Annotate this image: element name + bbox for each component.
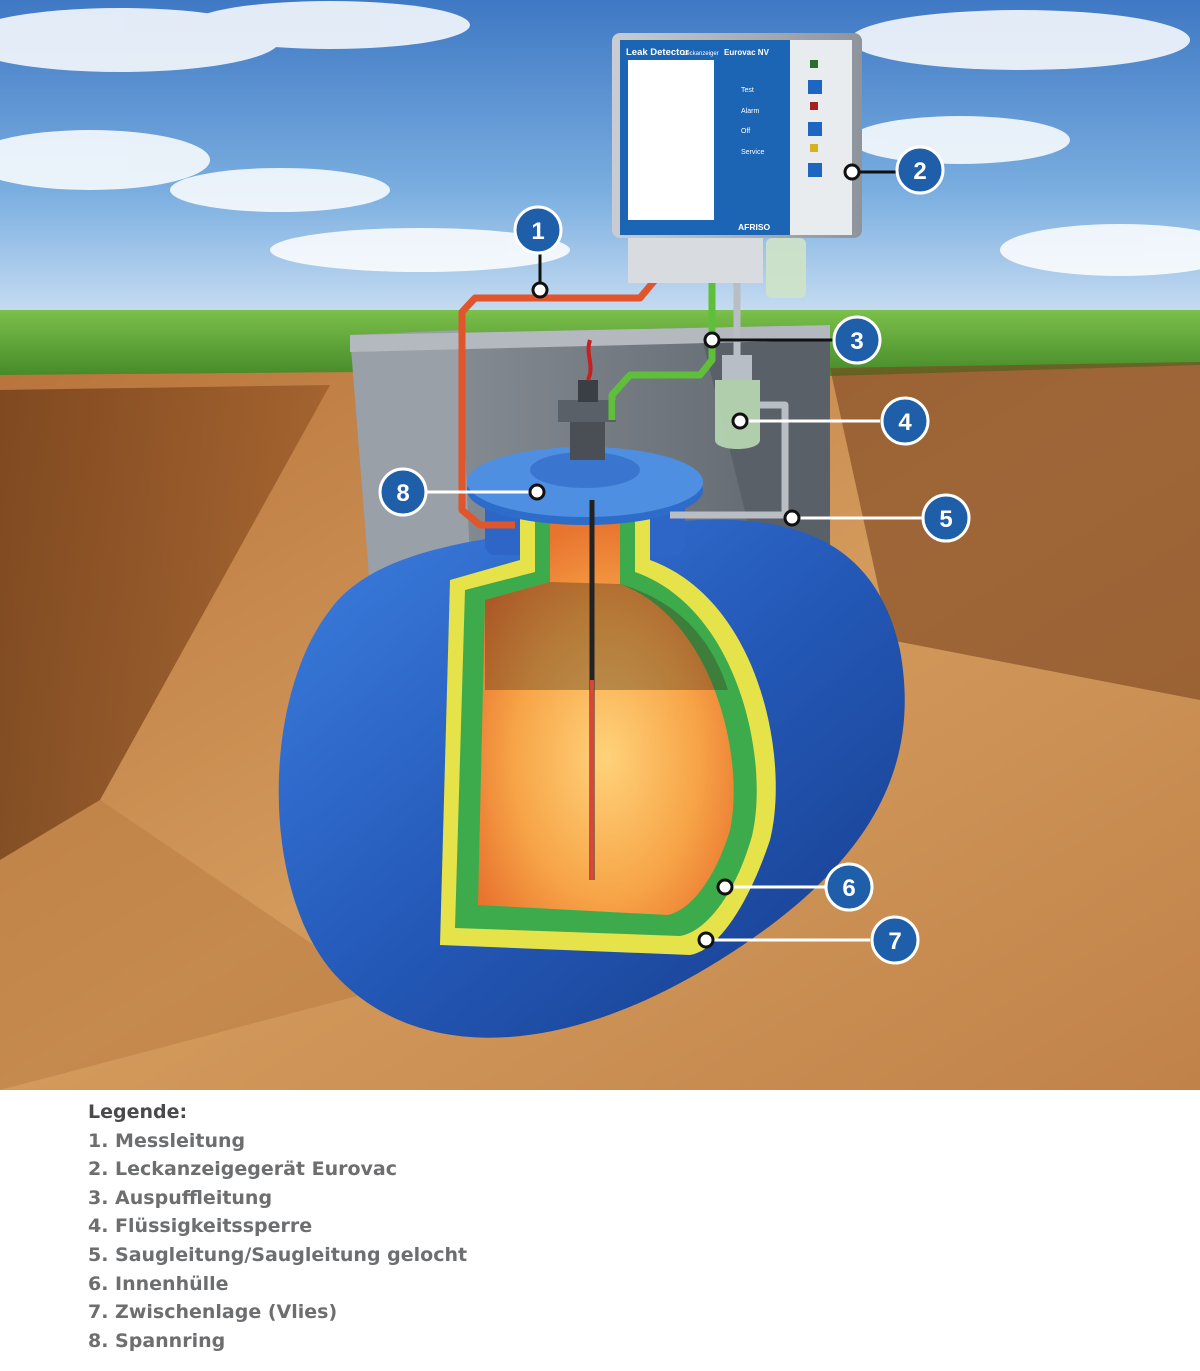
legend-item: 8. Spannring bbox=[88, 1329, 226, 1352]
svg-text:3: 3 bbox=[850, 328, 863, 355]
svg-text:2: 2 bbox=[913, 158, 926, 185]
callout-2: 2 bbox=[895, 145, 945, 195]
legend-item: 5. Saugleitung/Saugleitung gelocht bbox=[88, 1243, 468, 1266]
device-button-service: Service bbox=[741, 149, 764, 156]
device-title: Leak Detector bbox=[626, 47, 689, 58]
leak-detection-diagram: Leak Detector Leckanzeiger Eurovac NV Te… bbox=[0, 0, 1200, 1090]
svg-text:7: 7 bbox=[888, 928, 901, 955]
measuring-line bbox=[458, 277, 658, 529]
svg-text:1: 1 bbox=[531, 218, 544, 245]
callout-4: 4 bbox=[880, 396, 930, 446]
callout-6: 6 bbox=[824, 862, 874, 912]
callout-7: 7 bbox=[870, 915, 920, 965]
device-indicator-leds bbox=[808, 60, 822, 177]
svg-text:6: 6 bbox=[842, 875, 855, 902]
clamp-ring bbox=[467, 447, 703, 525]
legend-item: 4. Flüssigkeitssperre bbox=[88, 1215, 313, 1238]
device-model: Eurovac NV bbox=[724, 48, 770, 57]
leader-endpoints bbox=[528, 163, 861, 949]
pit-wall-left bbox=[0, 385, 330, 860]
svg-text:4: 4 bbox=[898, 409, 912, 436]
liquid bbox=[478, 522, 734, 915]
legend-item: 2. Leckanzeigegerät Eurovac bbox=[88, 1158, 398, 1181]
legend: Legende: 1. Messleitung 2. Leckanzeigege… bbox=[88, 1098, 467, 1355]
device-button-test: Test bbox=[741, 87, 754, 94]
callout-1: 1 bbox=[513, 205, 563, 255]
svg-text:5: 5 bbox=[939, 506, 952, 533]
callout-8: 8 bbox=[378, 467, 428, 517]
legend-item: 7. Zwischenlage (Vlies) bbox=[88, 1301, 338, 1324]
device-brand: AFRISO bbox=[738, 222, 771, 232]
legend-item: 1. Messleitung bbox=[88, 1129, 246, 1152]
device-button-off: Off bbox=[741, 128, 750, 135]
legend-item: 3. Auspuffleitung bbox=[88, 1186, 273, 1209]
pit-wall-right bbox=[830, 362, 1200, 700]
svg-text:8: 8 bbox=[396, 480, 409, 507]
legend-item: 6. Innenhülle bbox=[88, 1272, 229, 1295]
device-subtitle: Leckanzeiger bbox=[683, 51, 719, 57]
callout-5: 5 bbox=[921, 493, 971, 543]
suction-line bbox=[670, 280, 789, 519]
callout-3: 3 bbox=[832, 315, 882, 365]
legend-title: Legende: bbox=[88, 1101, 188, 1123]
leader-lines-light bbox=[425, 419, 932, 942]
liquid-stop bbox=[715, 355, 760, 449]
device-button-alarm: Alarm bbox=[741, 108, 759, 115]
fitting bbox=[558, 339, 616, 460]
pit-floor-shadow bbox=[0, 800, 380, 1090]
leak-detector-device: Leak Detector Leckanzeiger Eurovac NV Te… bbox=[612, 33, 862, 298]
